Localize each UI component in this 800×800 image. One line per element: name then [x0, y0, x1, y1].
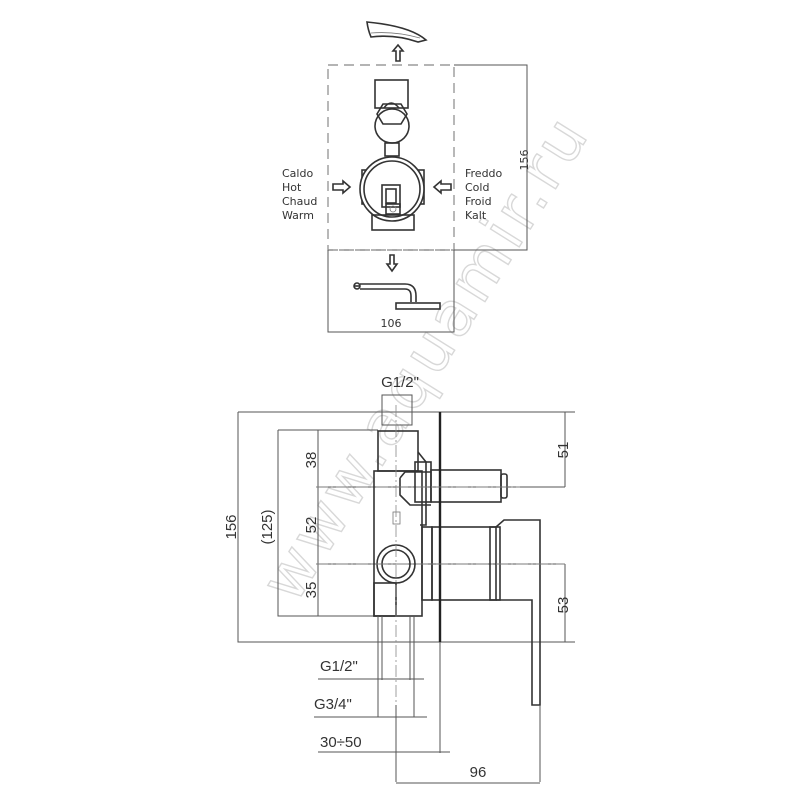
arrow-right-icon: [332, 179, 352, 195]
svg-text:Froid: Froid: [465, 195, 492, 208]
svg-text:Caldo: Caldo: [282, 167, 313, 180]
dim-upper: 38: [303, 452, 320, 469]
svg-text:Chaud: Chaud: [282, 195, 317, 208]
dim-thread-large: G3/4": [314, 696, 352, 713]
side-view: G1/2" 156 (125) 38 52 35 51 53: [223, 374, 575, 784]
cold-labels: Freddo Cold Froid Kalt: [465, 167, 503, 222]
dim-right-upper: 51: [555, 442, 572, 459]
arrow-down-icon: [385, 254, 399, 273]
bath-spout-icon: [366, 21, 428, 43]
dim-lower: 35: [303, 582, 320, 599]
shower-head-icon: [353, 282, 441, 310]
dim-top-thread: G1/2": [381, 374, 419, 391]
dim-top-height: 156: [518, 150, 531, 171]
dim-top-width: 106: [381, 317, 402, 330]
valve-body-side-icon: [373, 430, 541, 706]
arrow-up-icon: [391, 43, 405, 62]
dim-projection: 96: [470, 764, 487, 781]
dim-body-height: (125): [259, 509, 276, 544]
svg-text:Warm: Warm: [282, 209, 314, 222]
svg-text:Kalt: Kalt: [465, 209, 487, 222]
arrow-left-icon: [432, 179, 452, 195]
top-view: Caldo Hot Chaud Warm Freddo Cold Froid K…: [282, 21, 531, 333]
dim-wall-depth: 30÷50: [320, 734, 362, 751]
valve-top-icon: [359, 79, 425, 231]
dim-thread-small: G1/2": [320, 658, 358, 675]
hot-labels: Caldo Hot Chaud Warm: [282, 167, 317, 222]
dim-middle: 52: [303, 517, 320, 534]
svg-text:Cold: Cold: [465, 181, 489, 194]
dim-right-lower: 53: [555, 597, 572, 614]
top-view-dashed-box: [327, 64, 455, 251]
dim-total-height: 156: [223, 514, 240, 539]
svg-text:Hot: Hot: [282, 181, 302, 194]
svg-text:Freddo: Freddo: [465, 167, 503, 180]
